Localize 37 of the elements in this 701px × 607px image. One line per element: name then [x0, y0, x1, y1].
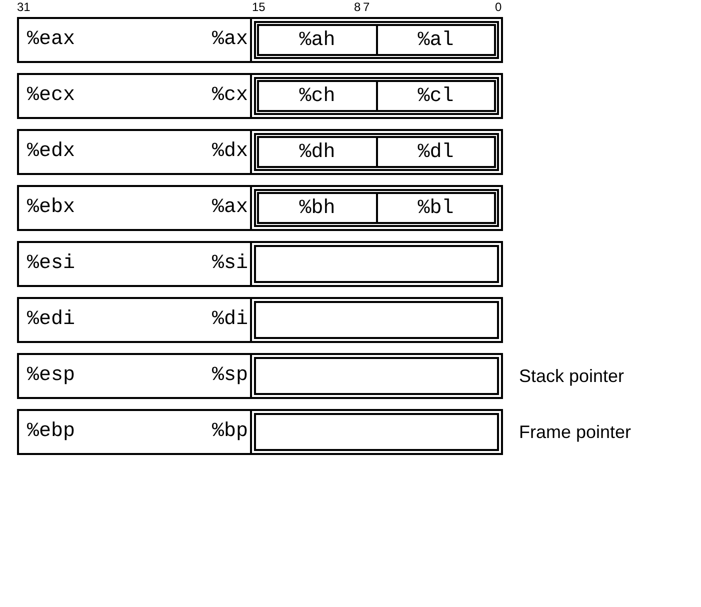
- subregister-name: %ax: [212, 29, 248, 51]
- register-name: %edx: [27, 141, 76, 163]
- bit-number: 8: [354, 0, 361, 14]
- byte-register: %bl: [378, 192, 496, 224]
- register-role: Stack pointer: [519, 366, 624, 387]
- register-name: %ebp: [27, 421, 76, 443]
- bit-number: 0: [495, 0, 502, 14]
- register-box: [17, 241, 503, 287]
- byte-register: %bh: [257, 192, 378, 224]
- byte-register: %ch: [257, 80, 378, 112]
- bit-number: 15: [252, 0, 266, 14]
- byte-register: %dl: [378, 136, 496, 168]
- register-name: %edi: [27, 309, 76, 331]
- register-name: %ebx: [27, 197, 76, 219]
- register-name: %esp: [27, 365, 76, 387]
- subregister-name: %si: [212, 253, 248, 275]
- subregister-name: %bp: [212, 421, 248, 443]
- register-box: [17, 17, 503, 63]
- register-box: [17, 297, 503, 343]
- register-name: %esi: [27, 253, 76, 275]
- subregister-name: %sp: [212, 365, 248, 387]
- byte-register: %al: [378, 24, 496, 56]
- bit-number: 31: [17, 0, 30, 14]
- byte-register: %cl: [378, 80, 496, 112]
- subregister-name: %ax: [212, 197, 248, 219]
- register-name: %ecx: [27, 85, 76, 107]
- register-box: [17, 129, 503, 175]
- byte-register: %ah: [257, 24, 378, 56]
- register-box: [17, 185, 503, 231]
- byte-register: %dh: [257, 136, 378, 168]
- register-box: [17, 73, 503, 119]
- subregister-name: %cx: [212, 85, 248, 107]
- bit-number: 7: [363, 0, 370, 14]
- register-role: Frame pointer: [519, 422, 632, 443]
- subregister-name: %di: [212, 309, 248, 331]
- subregister-name: %dx: [212, 141, 248, 163]
- register-name: %eax: [27, 29, 76, 51]
